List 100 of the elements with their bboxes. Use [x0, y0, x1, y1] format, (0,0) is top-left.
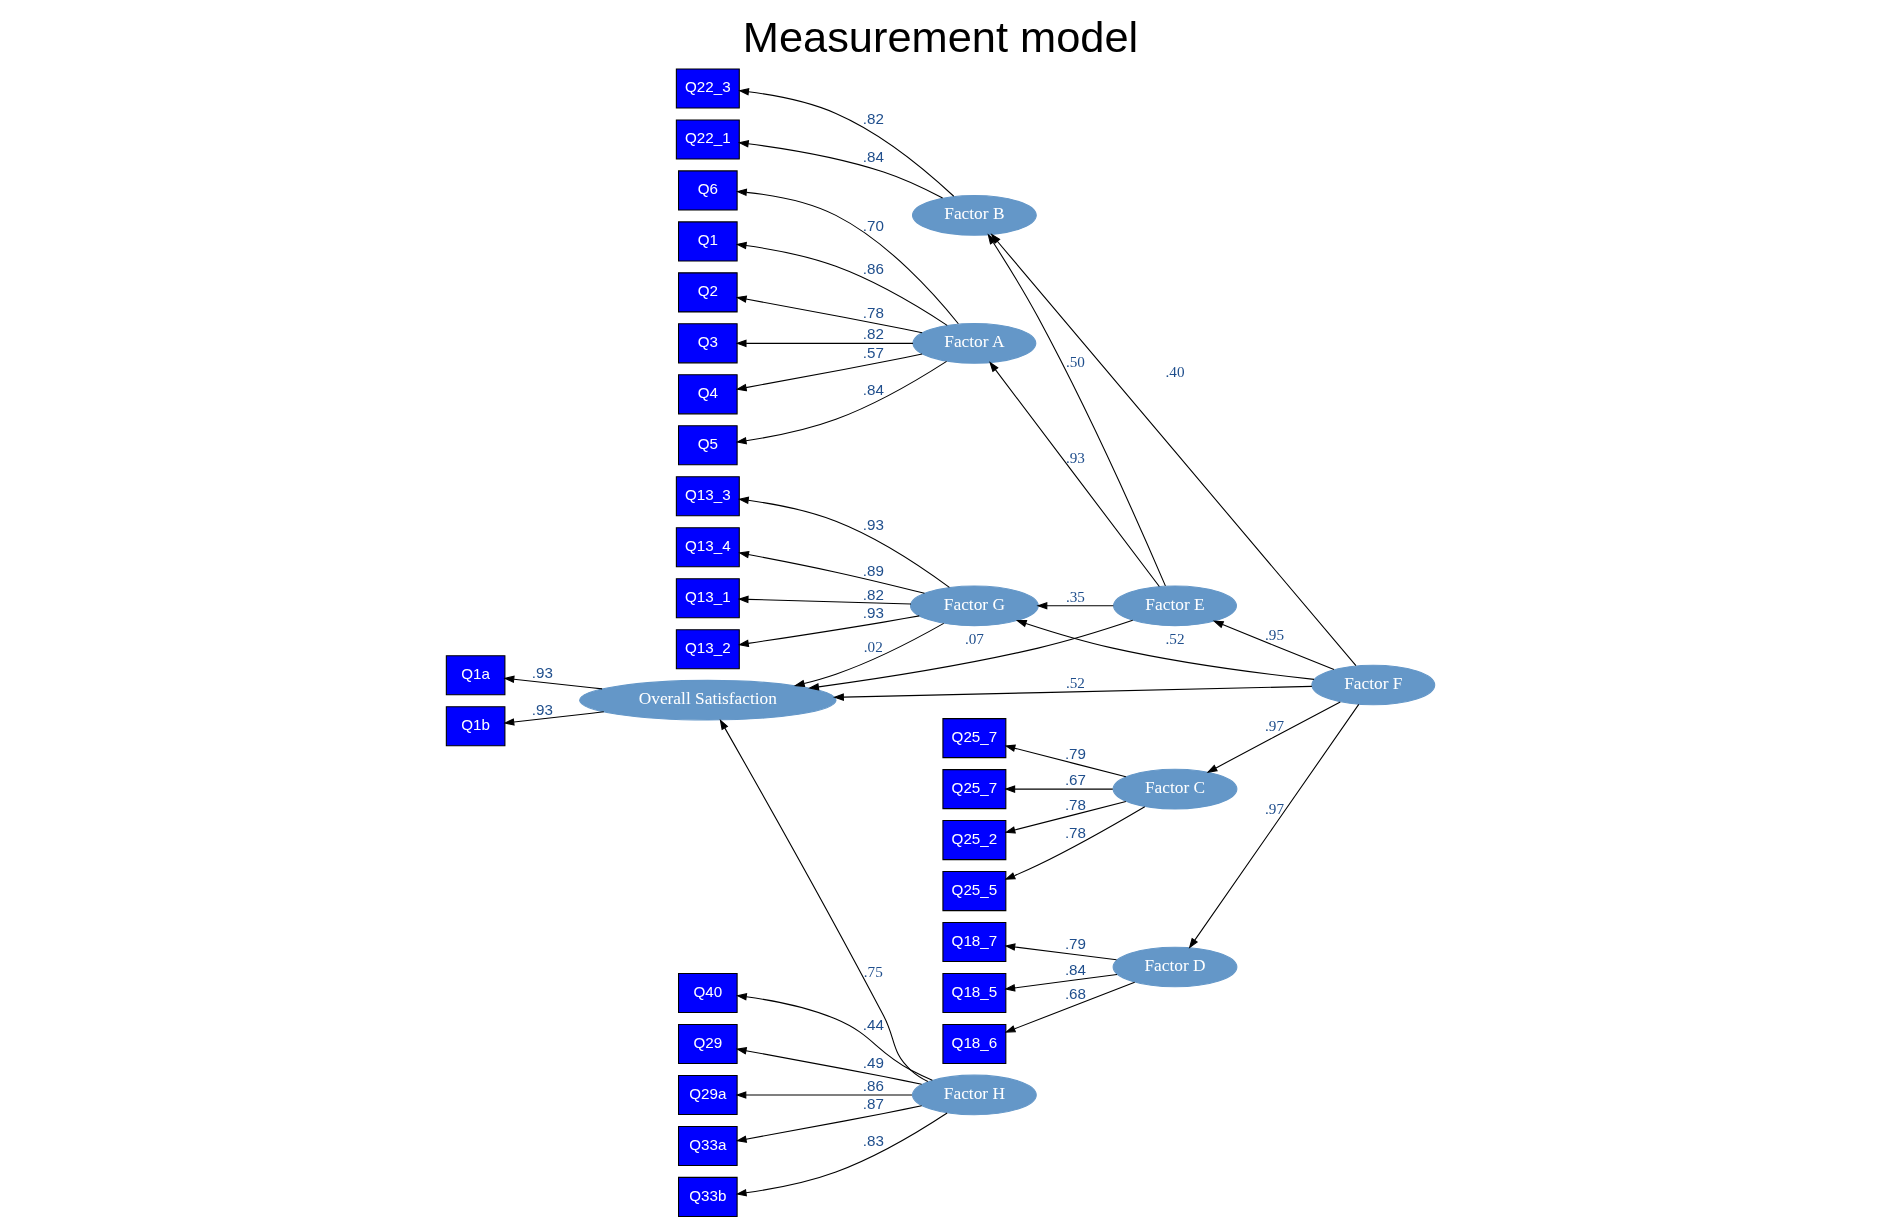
arrow [735, 1047, 922, 1085]
arrow [1015, 619, 1315, 680]
edge-label: .50 [1065, 353, 1085, 371]
arrow [735, 353, 923, 392]
node-ellipse: Factor F [1310, 664, 1435, 706]
arrow [737, 496, 950, 588]
node-box: Q18_7 [941, 922, 1006, 963]
node-box: Q1 [677, 221, 738, 262]
edge-label: .86 [862, 1076, 884, 1094]
edge-label: .86 [862, 260, 884, 278]
arrow [502, 675, 603, 690]
edge-label: .93 [531, 700, 553, 718]
arrow [832, 685, 1312, 701]
arrow [1188, 703, 1359, 949]
node-box: Q22_1 [675, 119, 740, 160]
edge-label: .79 [1064, 744, 1086, 762]
edge-label: .78 [1064, 795, 1086, 813]
arrow [735, 241, 948, 326]
edge-label: .84 [862, 148, 884, 166]
arrow [737, 140, 943, 199]
node-box: Q13_3 [675, 476, 740, 517]
arrow [735, 993, 933, 1081]
node-box: Q18_5 [941, 972, 1006, 1014]
edge-label: .97 [1264, 716, 1284, 734]
node-box: Q13_2 [675, 629, 740, 670]
node-box: Q13_4 [675, 527, 740, 568]
arrow [1004, 800, 1126, 834]
edge-label: .93 [1065, 448, 1085, 466]
arrow [734, 1091, 912, 1099]
edge-label: .35 [1065, 587, 1085, 605]
edge-label: .44 [862, 1016, 884, 1034]
arrow [735, 339, 913, 348]
node-box: Q40 [677, 972, 738, 1014]
node-ellipse: Factor C [1112, 768, 1237, 810]
arrow [793, 622, 944, 688]
arrow [1212, 620, 1334, 671]
arrow [735, 188, 959, 325]
arrow [737, 615, 920, 648]
edge-label: .78 [1064, 824, 1086, 842]
arrow [1036, 602, 1114, 610]
node-box: Q22_3 [675, 68, 740, 109]
arrow [1206, 701, 1341, 773]
arrow [807, 619, 1133, 691]
node-box: Q13_1 [675, 578, 740, 619]
node-box: Q25_7 [941, 769, 1006, 810]
node-ellipse: Factor A [911, 323, 1036, 364]
edge-label: .78 [862, 303, 884, 321]
edge-label: .79 [1064, 934, 1086, 952]
arrow [737, 550, 925, 594]
edge-label: .75 [863, 962, 883, 980]
node-box: Q25_7 [941, 718, 1006, 759]
edge-label: .07 [964, 630, 984, 647]
arrow [735, 1105, 922, 1143]
edge-label: .89 [862, 561, 884, 579]
node-box: Q3 [677, 323, 738, 364]
arrow [1004, 806, 1145, 880]
node-box: Q33a [677, 1125, 738, 1166]
arrow [737, 88, 954, 197]
arrow [1003, 943, 1117, 961]
node-ellipse: Factor D [1112, 946, 1237, 988]
arrow [1004, 981, 1135, 1033]
node-ellipse: Factor B [911, 195, 1037, 236]
arrow [1003, 785, 1113, 793]
edge-label: .49 [862, 1054, 884, 1072]
edge-label: .70 [862, 216, 884, 234]
node-box: Q1a [445, 655, 505, 696]
edge-label: .93 [862, 603, 884, 621]
node-ellipse: Factor H [911, 1074, 1037, 1116]
edge-label: .02 [863, 637, 883, 655]
arrow [502, 711, 604, 726]
node-box: Q6 [677, 170, 738, 211]
edge-label: .82 [862, 585, 884, 603]
node-box: Q4 [677, 374, 738, 415]
arrow [735, 1112, 948, 1197]
arrow [719, 718, 928, 1083]
node-box: Q29a [677, 1074, 738, 1116]
arrow [737, 595, 911, 605]
edge-label: .83 [862, 1132, 884, 1150]
edge-label: .84 [862, 380, 884, 398]
edge-label: .40 [1165, 363, 1184, 381]
arrow [988, 361, 1160, 588]
edge-label: .93 [862, 516, 884, 534]
edge-label: .84 [1064, 960, 1086, 978]
edge-label: .93 [531, 663, 553, 681]
node-box: Q29 [677, 1023, 738, 1065]
edge-label: .67 [1064, 771, 1086, 788]
diagram-title: Measurement model [742, 12, 1138, 61]
edge-label: .68 [1064, 984, 1086, 1002]
node-box: Q25_5 [941, 871, 1006, 912]
arrow [1003, 973, 1118, 992]
node-box: Q1b [445, 706, 505, 747]
node-box: Q33b [677, 1176, 738, 1217]
node-box: Q5 [677, 425, 738, 466]
edge-label: .87 [862, 1095, 884, 1113]
edge-label: .97 [1264, 800, 1284, 818]
node-box: Q2 [677, 272, 738, 313]
edge-label: .82 [862, 325, 884, 343]
edge-label: .52 [1165, 630, 1184, 647]
node-box: Q18_6 [941, 1023, 1006, 1065]
arrow [1004, 744, 1126, 778]
